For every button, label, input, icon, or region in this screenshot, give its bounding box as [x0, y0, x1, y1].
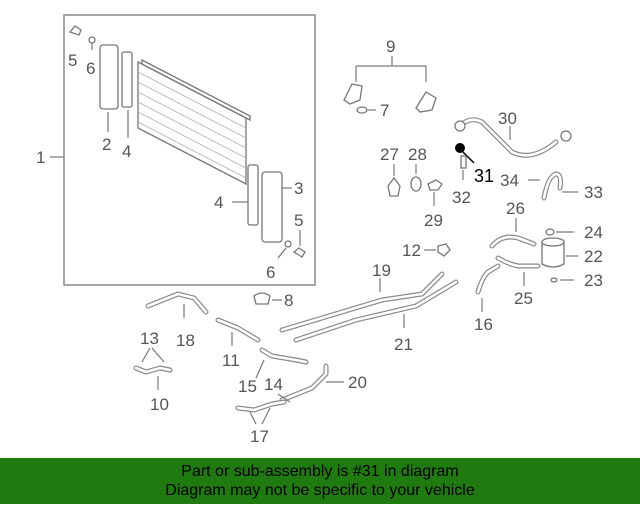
- radiator-core[interactable]: [137, 58, 251, 186]
- cap-8[interactable]: [253, 292, 271, 305]
- pipe-20[interactable]: [279, 363, 329, 403]
- callout-22[interactable]: 22: [584, 247, 603, 266]
- callout-5-upper[interactable]: 5: [68, 51, 77, 70]
- callout-7[interactable]: 7: [380, 101, 389, 120]
- callout-31[interactable]: 31: [474, 166, 494, 186]
- callout-4-upper[interactable]: 4: [122, 142, 131, 161]
- radiator-right-tank[interactable]: [247, 164, 283, 243]
- drain-cock-part[interactable]: [292, 247, 306, 258]
- radiator-left-tank[interactable]: [99, 44, 133, 110]
- callout-26[interactable]: 26: [506, 199, 525, 218]
- clip-29[interactable]: [427, 179, 443, 191]
- drain-plug-part[interactable]: [68, 25, 82, 36]
- callout-10[interactable]: 10: [150, 395, 169, 414]
- callout-28[interactable]: 28: [408, 145, 427, 164]
- callout-23[interactable]: 23: [584, 271, 603, 290]
- callout-27[interactable]: 27: [380, 145, 399, 164]
- callout-12[interactable]: 12: [402, 241, 421, 260]
- callout-2[interactable]: 2: [102, 135, 111, 154]
- callout-4-lower[interactable]: 4: [214, 193, 223, 212]
- clip-12[interactable]: [437, 243, 451, 257]
- hose-16[interactable]: [475, 263, 501, 295]
- callout-30[interactable]: 30: [498, 109, 517, 128]
- bracket-left[interactable]: [343, 83, 363, 105]
- callout-8[interactable]: 8: [284, 291, 293, 310]
- callout-6-lower[interactable]: 6: [266, 263, 275, 282]
- callout-19[interactable]: 19: [372, 261, 391, 280]
- callout-32[interactable]: 32: [452, 188, 471, 207]
- o-ring-28[interactable]: [410, 176, 422, 192]
- callout-16[interactable]: 16: [474, 315, 493, 334]
- callout-25[interactable]: 25: [514, 289, 533, 308]
- sensor-27[interactable]: [387, 176, 401, 197]
- reservoir-22[interactable]: [541, 241, 565, 268]
- callout-29[interactable]: 29: [424, 211, 443, 230]
- callout-33[interactable]: 33: [584, 183, 603, 202]
- info-line-1: Part or sub-assembly is #31 in diagram: [181, 463, 459, 480]
- info-line-2: Diagram may not be specific to your vehi…: [165, 482, 475, 499]
- parts-diagram: 1 2 4 5 6 3 4 5 6: [36, 14, 603, 446]
- info-banner: Part or sub-assembly is #31 in diagram D…: [0, 458, 640, 504]
- callout-21[interactable]: 21: [394, 335, 413, 354]
- callout-34[interactable]: 34: [500, 171, 519, 190]
- callout-9[interactable]: 9: [386, 37, 395, 56]
- bracket-right[interactable]: [415, 91, 437, 113]
- callout-1[interactable]: 1: [36, 148, 45, 167]
- callout-15[interactable]: 15: [238, 377, 257, 396]
- callout-5-lower[interactable]: 5: [294, 211, 303, 230]
- callout-6-upper[interactable]: 6: [86, 59, 95, 78]
- callout-18[interactable]: 18: [176, 331, 195, 350]
- callout-13[interactable]: 13: [140, 329, 159, 348]
- callout-11[interactable]: 11: [222, 351, 240, 370]
- callout-3[interactable]: 3: [294, 179, 303, 198]
- callout-20[interactable]: 20: [348, 373, 367, 392]
- callout-24[interactable]: 24: [584, 223, 603, 242]
- callout-17[interactable]: 17: [250, 427, 269, 446]
- callout-14[interactable]: 14: [264, 375, 283, 394]
